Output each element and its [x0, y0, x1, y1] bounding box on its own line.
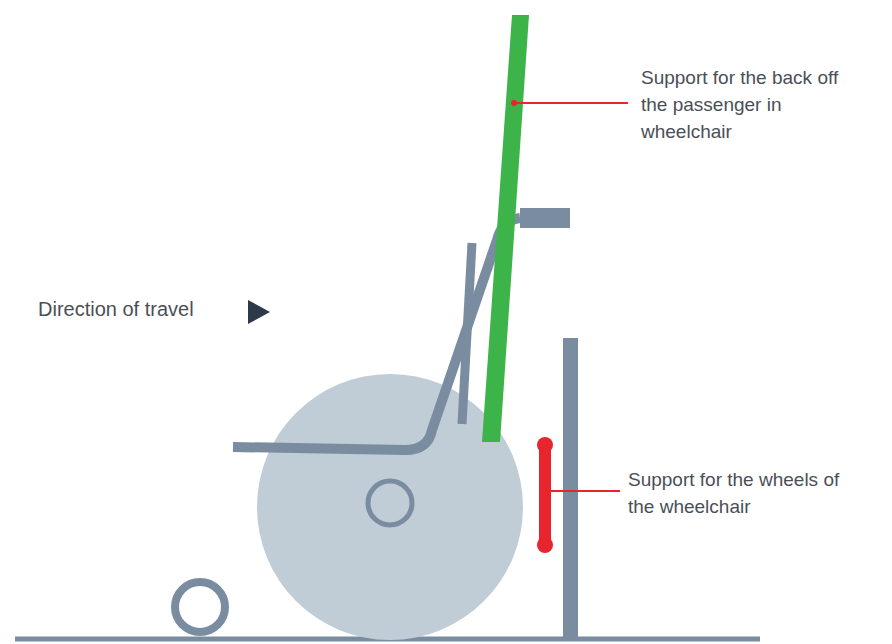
leader-line: [548, 490, 620, 492]
wheel-support: [539, 445, 551, 545]
direction-arrow: [248, 300, 270, 324]
back-support-board: [482, 15, 529, 442]
rear-wheel: [257, 374, 523, 640]
wheel-support-end: [537, 537, 553, 553]
direction-label: Direction of travel: [38, 296, 243, 323]
backrest-tube: [462, 243, 472, 424]
callout-label: Support for the wheels of the wheelchair: [628, 466, 843, 520]
support-pole: [563, 338, 578, 640]
push-handle: [520, 208, 570, 228]
wheel-hub: [368, 481, 412, 525]
leader-line: [514, 102, 628, 104]
wheel-support-end: [537, 437, 553, 453]
callout-label: Support for the back off the passenger i…: [641, 64, 856, 145]
caster-wheel: [175, 582, 225, 632]
leader-dot: [511, 100, 517, 106]
wheelchair-frame: [233, 218, 520, 450]
